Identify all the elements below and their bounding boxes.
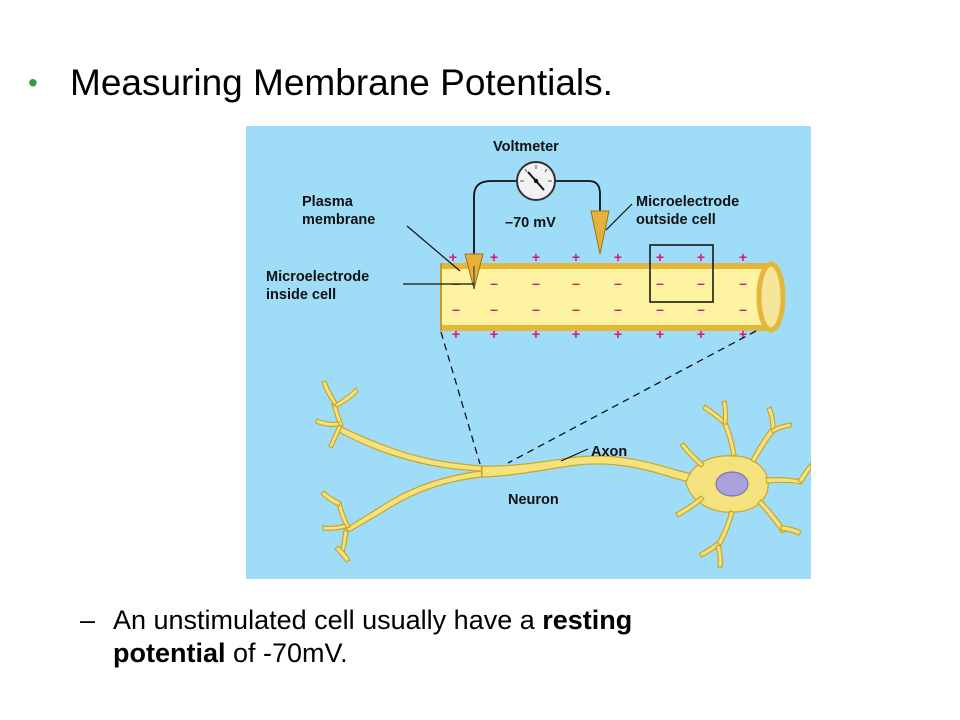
zoom-line-left: [440, 331, 481, 465]
subpoint-bold-resting: resting: [542, 605, 633, 635]
plus-sign-outside-top: +: [739, 249, 747, 265]
plus-sign-outside-bottom: +: [697, 326, 705, 342]
subpoint-line-2: potential of -70mV.: [80, 637, 840, 670]
electrode-outside: [590, 210, 610, 255]
label-plasma-1: Plasma: [302, 194, 354, 210]
plus-sign-outside-top: +: [697, 249, 705, 265]
label-axon: Axon: [591, 444, 627, 460]
slide-title: Measuring Membrane Potentials.: [70, 62, 613, 103]
wire-left: [473, 180, 518, 254]
label-reading: –70 mV: [505, 215, 556, 231]
plus-sign-outside-top: +: [532, 249, 540, 265]
subpoint: –An unstimulated cell usually have a res…: [80, 604, 840, 670]
minus-sign-inside-top: –: [739, 275, 747, 291]
subpoint-bold-potential: potential: [113, 638, 226, 668]
plus-sign-outside-top: +: [572, 249, 580, 265]
subpoint-text-2: of -70mV.: [225, 638, 348, 668]
plus-sign-outside-bottom: +: [739, 326, 747, 342]
plus-sign-outside-bottom: +: [572, 326, 580, 342]
neuron: [315, 380, 811, 568]
minus-sign-inside-bottom: –: [739, 301, 747, 317]
slide-title-row: • Measuring Membrane Potentials.: [28, 58, 613, 108]
plus-sign-outside-bottom: +: [452, 326, 460, 342]
minus-sign-inside-bottom: –: [614, 301, 622, 317]
membrane-potential-figure: ++++++++––––––––––––––––+++++++++ Voltme…: [246, 126, 811, 579]
pointer-plasma: [406, 225, 461, 272]
pointer-axon: [560, 448, 589, 462]
plus-sign-outside-top: +: [614, 249, 622, 265]
minus-sign-inside-bottom: –: [656, 301, 664, 317]
pointer-outside: [605, 203, 633, 231]
label-neuron: Neuron: [508, 492, 559, 508]
needle-pivot: [533, 178, 539, 184]
minus-sign-inside-bottom: –: [532, 301, 540, 317]
minus-sign-inside-bottom: –: [452, 301, 460, 317]
plus-sign-outside-top: +: [490, 249, 498, 265]
plus-sign-outside-bottom: +: [656, 326, 664, 342]
subpoint-text-1: An unstimulated cell usually have a: [113, 605, 543, 635]
axon-segment: [441, 266, 771, 328]
zoom-line-right: [507, 330, 757, 464]
label-plasma-2: membrane: [302, 212, 375, 228]
minus-sign-inside-top: –: [452, 275, 460, 291]
minus-sign-inside-top: –: [490, 275, 498, 291]
axon-end: [756, 261, 786, 333]
minus-sign-inside-top: –: [697, 275, 705, 291]
minus-sign-inside-bottom: –: [697, 301, 705, 317]
minus-sign-inside-top: –: [614, 275, 622, 291]
plus-sign-outside-top: +: [656, 249, 664, 265]
plus-sign-outside-bottom: +: [490, 326, 498, 342]
label-micro-out-1: Microelectrode: [636, 194, 739, 210]
label-micro-in-2: inside cell: [266, 287, 336, 303]
minus-sign-inside-bottom: –: [572, 301, 580, 317]
minus-sign-inside-top: –: [656, 275, 664, 291]
label-voltmeter: Voltmeter: [493, 139, 559, 155]
plus-sign-outside-bottom: +: [614, 326, 622, 342]
label-micro-in-1: Microelectrode: [266, 269, 369, 285]
plus-sign-outside-top: +: [449, 249, 457, 265]
dash-bullet: –: [80, 605, 96, 635]
figure-svg: ++++++++––––––––––––––––+++++++++ Voltme…: [266, 139, 811, 568]
enlargement-box: [649, 244, 714, 303]
bullet-icon: •: [28, 67, 38, 98]
minus-sign-inside-bottom: –: [490, 301, 498, 317]
voltmeter-ticks: [520, 165, 552, 182]
label-micro-out-2: outside cell: [636, 212, 716, 228]
plus-sign-outside-bottom: +: [532, 326, 540, 342]
minus-sign-inside-top: –: [532, 275, 540, 291]
wire-right: [554, 180, 601, 211]
minus-sign-inside-top: –: [572, 275, 580, 291]
nucleus: [715, 471, 749, 497]
